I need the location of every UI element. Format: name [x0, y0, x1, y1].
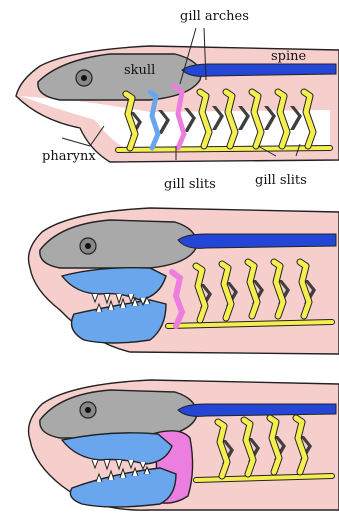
label-skull: skull	[124, 63, 155, 78]
label-gill-arches: gill arches	[180, 9, 249, 24]
label-gill-slits-left: gill slits	[164, 177, 216, 192]
spine-2	[178, 234, 336, 248]
label-pharynx: pharynx	[42, 149, 96, 164]
spine-3	[178, 404, 336, 416]
panel-first-jaws	[29, 208, 339, 354]
panel-jawless: gill arches skull spine pharynx gill sli…	[16, 9, 339, 192]
label-spine: spine	[271, 49, 307, 64]
label-gill-slits-right: gill slits	[255, 173, 307, 188]
panel-second-arch	[29, 380, 339, 510]
